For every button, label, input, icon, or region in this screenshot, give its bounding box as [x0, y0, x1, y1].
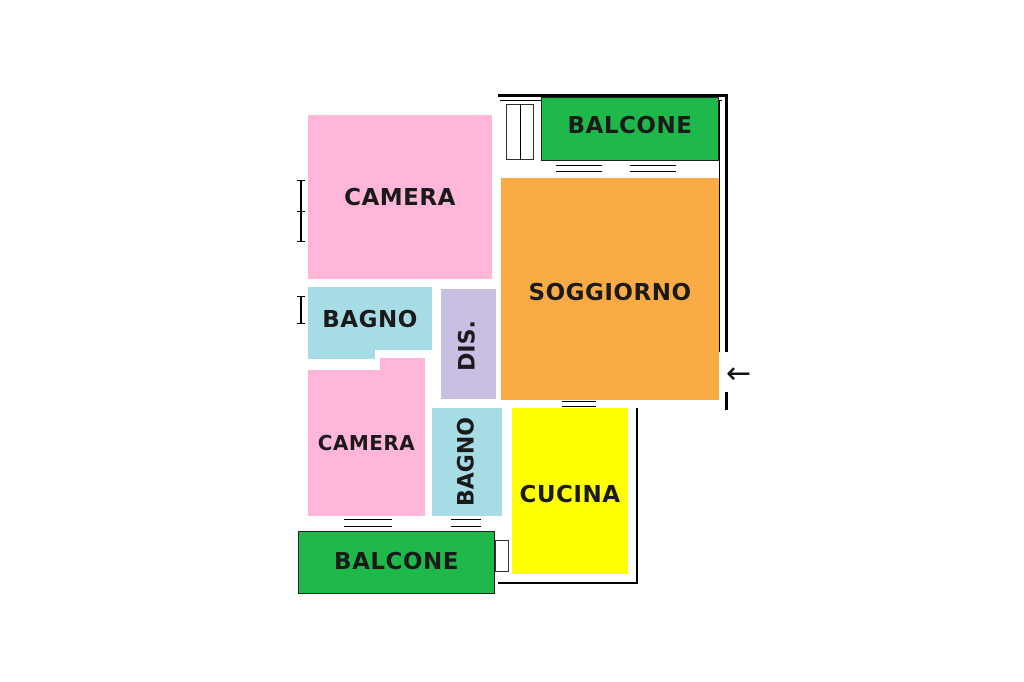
room-camera-top: [308, 115, 492, 279]
window-left-2: [300, 296, 302, 324]
window-left-1-tick-a: [297, 180, 305, 181]
room-label-bagno-center: BAGNO: [454, 417, 480, 506]
room-bagno-center: [432, 408, 502, 516]
room-balcone-bottom: [298, 531, 495, 594]
entrance-arrow-icon: ←: [726, 356, 752, 391]
room-label-soggiorno: SOGGIORNO: [528, 280, 692, 306]
room-label-balcone-bottom: BALCONE: [334, 549, 459, 575]
window-bottom-1b: [344, 526, 392, 527]
window-left-2-tick-b: [297, 323, 305, 324]
room-dis: [441, 289, 496, 399]
wall-right-outer: [725, 94, 728, 352]
window-left-1-tick-b: [297, 211, 305, 212]
wall-top: [498, 94, 726, 97]
window-top-1b: [556, 171, 602, 172]
room-camera-bottom: [308, 370, 425, 516]
room-soggiorno: [501, 178, 719, 400]
room-label-balcone-top: BALCONE: [567, 113, 693, 139]
window-cucina-top: [562, 401, 596, 402]
room-camera-bottom-top-ext: [380, 358, 425, 372]
stair-line: [520, 104, 521, 160]
window-top-2b: [630, 171, 676, 172]
room-bagno-left: [308, 287, 432, 359]
room-label-cucina: CUCINA: [519, 482, 621, 508]
window-bottom-2: [451, 519, 481, 520]
wall-cucina-right: [636, 408, 638, 584]
stair-block-bottom: [495, 540, 509, 572]
room-label-camera-top: CAMERA: [344, 185, 456, 211]
wall-cucina-bottom: [498, 582, 638, 584]
room-bagno-left-notch: [375, 350, 432, 360]
room-balcone-top: [541, 97, 719, 161]
window-top-2: [630, 165, 676, 166]
window-cucina-top-b: [562, 406, 596, 407]
wall-right-lower: [725, 392, 728, 410]
window-bottom-2b: [451, 526, 481, 527]
room-label-camera-bottom: CAMERA: [317, 431, 416, 455]
room-cucina: [512, 408, 628, 574]
window-left-1-tick-c: [297, 241, 305, 242]
room-label-bagno-left: BAGNO: [322, 307, 418, 333]
window-top-1: [556, 165, 602, 166]
room-label-dis: DIS.: [455, 320, 481, 371]
wall-right-inner: [719, 100, 720, 352]
window-left-2-tick-a: [297, 296, 305, 297]
window-bottom-1: [344, 519, 392, 520]
